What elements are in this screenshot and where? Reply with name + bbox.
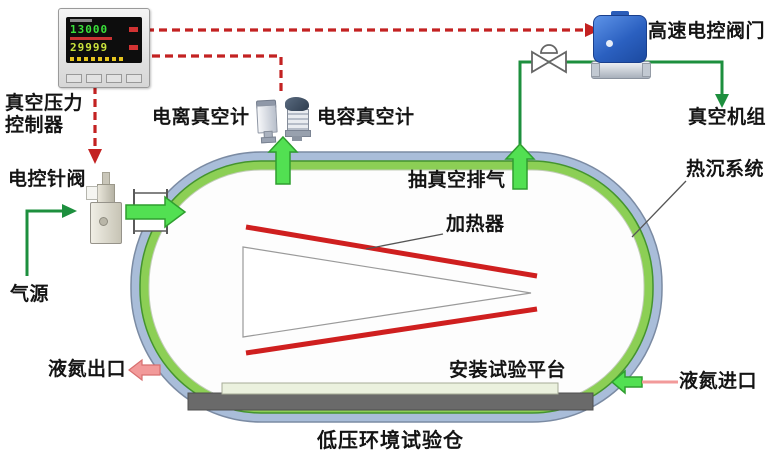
heat-sink-leader-line <box>631 180 687 238</box>
label-platform: 安装试验平台 <box>449 360 567 381</box>
needle-valve-neck <box>97 184 115 204</box>
test-platform-slab <box>221 382 559 395</box>
label-ln2-inlet: 液氮进口 <box>679 371 758 392</box>
label-exhaust: 抽真空排气 <box>408 170 506 191</box>
diagram-title: 低压环境试验仓 <box>317 430 464 452</box>
heater-rod-top <box>245 224 538 279</box>
ionization-gauge-device <box>255 99 278 144</box>
valve-indicator-dot <box>606 40 613 47</box>
gas-source-arrowhead <box>62 204 77 218</box>
alarm-indicator <box>129 27 138 32</box>
valve-nut-left <box>591 63 600 77</box>
label-vacuum-unit: 真空机组 <box>688 107 767 128</box>
label-ln2-outlet: 液氮出口 <box>48 359 127 380</box>
vacuum-unit-arrowhead <box>715 94 729 108</box>
gas-inlet-arrow <box>125 195 187 229</box>
needle-valve-port-hole <box>99 217 108 226</box>
valve-actuator-cap <box>611 11 629 18</box>
ln2-outlet-arrow <box>128 358 161 382</box>
label-ionization-gauge: 电离真空计 <box>152 107 250 128</box>
capacitance-gauge-device <box>285 97 311 142</box>
ionization-gauge-flange <box>260 136 277 144</box>
manual-valve-symbol <box>531 44 567 74</box>
heater-leader-line <box>365 233 444 250</box>
vacuum-pressure-controller-device: 13000 29999 <box>58 8 150 88</box>
controller-status-leds <box>70 57 138 61</box>
gas-source-pipe <box>25 209 63 276</box>
label-vacuum-pressure-controller: 真空压力 控制器 <box>5 93 84 136</box>
platform-base <box>187 392 594 411</box>
valve-actuator-body <box>593 15 647 63</box>
needle-valve-connector <box>86 186 98 200</box>
label-heater: 加热器 <box>446 214 505 235</box>
signal-gauge-to-controller <box>149 54 283 91</box>
controller-display-header <box>70 19 92 22</box>
label-heat-sink: 热沉系统 <box>686 159 765 180</box>
signal-valve-arrowhead <box>585 23 600 37</box>
high-speed-valve-device <box>591 11 651 79</box>
gauge-port-arrow <box>267 135 299 185</box>
ionization-gauge-body <box>256 104 278 134</box>
controller-sv-value: 29999 <box>70 41 109 54</box>
needle-valve-device <box>86 170 124 244</box>
exhaust-arrow <box>504 142 536 190</box>
label-needle-valve: 电控针阀 <box>8 169 87 190</box>
label-gas-source: 气源 <box>10 284 50 305</box>
capacitance-gauge-dome <box>285 97 309 111</box>
controller-pv-value: 13000 <box>70 23 109 36</box>
label-high-speed-valve: 高速电控阀门 <box>648 21 766 42</box>
label-capacitance-gauge: 电容真空计 <box>317 107 415 128</box>
test-cone <box>242 246 532 338</box>
controller-display: 13000 29999 <box>66 17 142 63</box>
capacitance-gauge-stem <box>292 136 302 141</box>
needle-valve-body <box>90 202 122 244</box>
controller-buttons <box>66 74 142 83</box>
valve-nut-right <box>642 63 651 77</box>
alarm-indicator-2 <box>129 45 138 50</box>
signal-needle-arrowhead <box>88 149 102 164</box>
heater-rod-bottom <box>245 306 538 356</box>
controller-bargraph <box>70 37 112 40</box>
